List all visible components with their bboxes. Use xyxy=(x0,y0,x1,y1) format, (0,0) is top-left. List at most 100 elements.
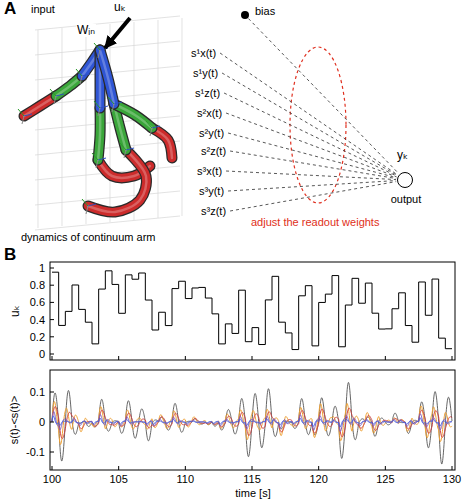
continuum-arm xyxy=(24,96,56,116)
tick-label: 120 xyxy=(308,473,328,486)
readout-line xyxy=(226,171,396,180)
tick-marks xyxy=(385,356,386,360)
plot-axes xyxy=(50,262,455,470)
caption-label: dynamics of continuum arm xyxy=(20,231,157,244)
tick-marks xyxy=(452,466,453,470)
continuum-arm xyxy=(24,96,56,116)
frame-gizmo xyxy=(112,104,114,112)
tick-marks xyxy=(50,302,54,303)
state-signals xyxy=(52,412,452,432)
frame-gizmo xyxy=(120,143,126,150)
frame-gizmo xyxy=(126,148,134,150)
tick-label: 0.4 xyxy=(29,313,46,326)
frame-gizmo xyxy=(98,158,106,160)
grid xyxy=(86,26,87,224)
continuum-arm xyxy=(98,108,100,160)
continuum-arm xyxy=(100,50,114,104)
tick-label: 110 xyxy=(176,473,196,486)
readout-line xyxy=(228,181,396,191)
tick-marks xyxy=(50,422,54,423)
continuum-arm xyxy=(98,108,100,160)
frame-gizmo xyxy=(56,94,64,96)
continuum-arm xyxy=(100,50,114,104)
readout-line xyxy=(228,133,396,178)
bias-label: bias xyxy=(254,5,276,18)
tick-label: 0.6 xyxy=(29,296,46,309)
output-signal: yₖ xyxy=(396,149,409,162)
continuum-arm xyxy=(100,50,114,104)
state-signals xyxy=(52,416,452,427)
tick-marks xyxy=(185,356,186,360)
tick-label: 105 xyxy=(108,473,128,486)
bias-dot: bias xyxy=(241,11,249,19)
tick-label: 115 xyxy=(242,473,262,486)
tick-marks xyxy=(52,356,53,360)
grid xyxy=(35,216,180,230)
sensor-label: s¹x(t) xyxy=(190,47,217,60)
continuum-arm xyxy=(24,96,56,116)
readout-line xyxy=(230,182,396,211)
tick-marks xyxy=(385,466,386,470)
readout-ellipse xyxy=(290,47,346,203)
grid xyxy=(182,18,183,216)
state-signals xyxy=(52,402,452,445)
frame-gizmo xyxy=(22,116,24,124)
frame-gizmo xyxy=(108,97,114,104)
input-arrow xyxy=(105,18,130,48)
frame-gizmo xyxy=(94,101,100,108)
axis-label: time [s] xyxy=(234,487,271,500)
state-signals xyxy=(52,407,452,439)
tick-label: 0.1 xyxy=(29,386,46,399)
readout-line xyxy=(220,53,398,175)
tick-marks xyxy=(52,466,53,470)
tick-label: 0.2 xyxy=(29,330,46,343)
tick-marks xyxy=(50,452,54,453)
plot-axes xyxy=(50,370,455,470)
sensor-label: s³z(t) xyxy=(200,205,227,218)
panel-label: A xyxy=(3,2,17,15)
frame-gizmo xyxy=(96,160,98,168)
frame-gizmo xyxy=(82,199,88,206)
output-name: output xyxy=(390,193,423,206)
frame-gizmo xyxy=(24,114,32,116)
tick-label: 130 xyxy=(442,473,462,486)
frame-gizmo xyxy=(88,204,96,206)
continuum-arm xyxy=(114,104,152,128)
axis-label: uₖ xyxy=(9,304,22,318)
tick-label: 0.8 xyxy=(29,279,46,292)
tick-marks xyxy=(318,356,319,360)
sensor-label: s³y(t) xyxy=(198,185,225,198)
tick-marks xyxy=(252,356,253,360)
tick-label: 125 xyxy=(375,473,395,486)
frame-gizmo xyxy=(82,74,90,76)
frame-gizmo xyxy=(18,109,24,116)
frame-gizmo xyxy=(86,206,88,214)
frame-gizmo xyxy=(80,76,82,84)
sensor-label: s¹y(t) xyxy=(192,67,219,80)
grid xyxy=(62,28,63,226)
tick-label: 1 xyxy=(38,262,46,275)
frame-gizmo xyxy=(18,43,160,214)
tick-label: 0 xyxy=(38,416,46,429)
continuum-arm xyxy=(98,108,100,160)
sensor-label: s³x(t) xyxy=(196,165,223,178)
continuum-arm xyxy=(88,150,146,212)
sensor-label: s¹z(t) xyxy=(194,87,221,100)
readout-line xyxy=(222,73,397,175)
readout-line xyxy=(226,113,397,177)
tick-marks xyxy=(252,466,253,470)
frame-gizmo xyxy=(76,69,82,76)
readout-connection xyxy=(248,19,398,174)
frame-gizmo xyxy=(114,102,122,104)
tick-marks xyxy=(50,392,54,393)
readout-lines xyxy=(220,53,398,211)
tick-marks xyxy=(50,268,54,269)
frame-gizmo xyxy=(54,96,56,104)
frame-gizmo xyxy=(98,108,100,116)
sensor-label: s²x(t) xyxy=(196,107,223,120)
sensor-label: s²z(t) xyxy=(200,145,227,158)
frame-gizmo xyxy=(98,50,100,58)
annotation: adjust the readout weights xyxy=(250,216,380,229)
grid xyxy=(35,16,182,230)
